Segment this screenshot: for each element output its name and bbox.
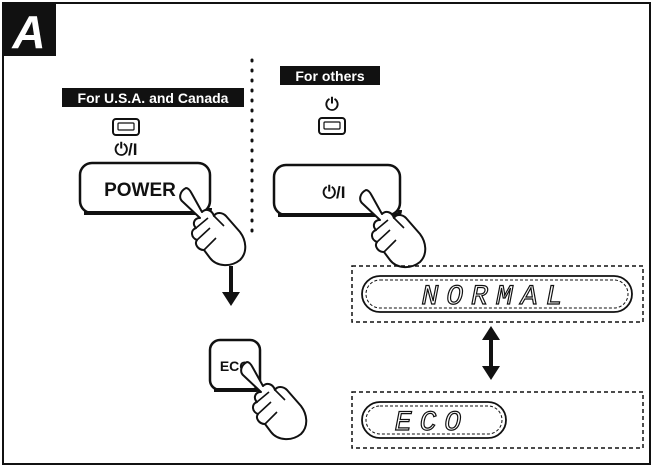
region-label-others: For others — [295, 68, 364, 84]
display-normal-text: NORMAL — [422, 282, 571, 313]
lamp-inner — [324, 122, 340, 129]
power-standby-symbol: ⏻/I — [115, 140, 138, 159]
power-button-label: POWER — [104, 180, 176, 201]
panel-letter-badge: A — [4, 4, 56, 58]
standby-button-symbol: ⏻/I — [323, 183, 346, 202]
standby-button[interactable]: ⏻/I — [274, 165, 400, 215]
power-symbol-icon: ⏻ — [325, 95, 339, 114]
region-label-usa: For U.S.A. and Canada — [78, 90, 229, 106]
lamp-inner — [118, 123, 134, 130]
panel-letter: A — [11, 6, 45, 58]
display-eco-text: ECO — [395, 408, 469, 439]
